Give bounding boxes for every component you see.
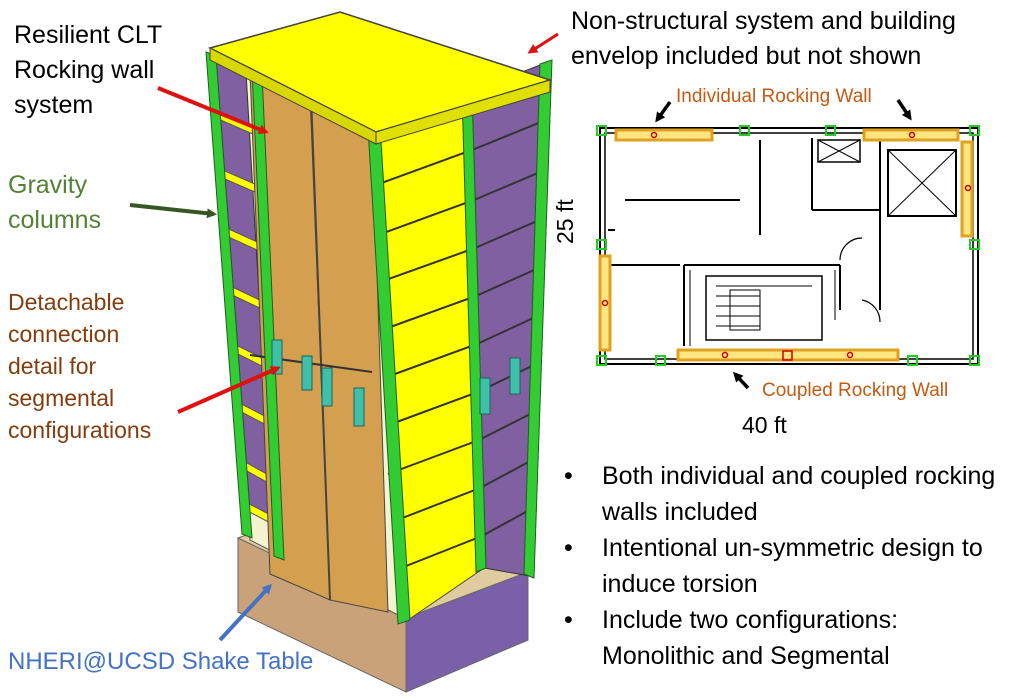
- building-model: [205, 11, 553, 693]
- gravity-line-1: Gravity: [8, 171, 88, 199]
- gravity-line-2: columns: [8, 206, 102, 234]
- dimension-height: 25 ft: [552, 199, 578, 244]
- detachable-connectors: [271, 339, 521, 427]
- detachable-arrow: [177, 366, 281, 414]
- detachable-connection-label: Detachable connection detail for segment…: [8, 286, 151, 446]
- resilient-line-2: Rocking wall: [14, 56, 155, 84]
- resilient-clt-label: Resilient CLT Rocking wall system: [14, 18, 162, 123]
- shake-table-label: NHERI@UCSD Shake Table: [8, 648, 314, 675]
- coupled-wall-arrow: [732, 371, 750, 390]
- gravity-arrow: [129, 203, 217, 219]
- resilient-arrow: [157, 86, 269, 134]
- gravity-columns-front: [367, 59, 553, 625]
- resilient-line-3: system: [14, 91, 94, 119]
- dimension-width: 40 ft: [742, 412, 787, 438]
- individual-wall-arrow-left: [655, 100, 672, 123]
- nonstructural-arrow: [527, 32, 559, 54]
- detachable-line-3: detail for: [8, 353, 97, 379]
- bullet-item: Both individual and coupled rocking wall…: [562, 458, 1007, 530]
- detachable-line-5: configurations: [8, 417, 152, 443]
- detachable-line-1: Detachable: [8, 289, 125, 315]
- individual-rocking-wall-label: Individual Rocking Wall: [676, 86, 872, 107]
- nonstructural-line-2: envelop included but not shown: [571, 42, 922, 70]
- shake-table-arrow: [218, 583, 273, 642]
- detachable-line-2: connection: [8, 321, 120, 347]
- summary-bullets: Both individual and coupled rocking wall…: [562, 458, 1007, 674]
- coupled-rocking-wall-label: Coupled Rocking Wall: [762, 380, 949, 401]
- nonstructural-line-1: Non-structural system and building: [571, 7, 956, 35]
- gravity-columns-label: Gravity columns: [8, 168, 101, 238]
- floor-plan: [596, 125, 980, 366]
- detachable-line-4: segmental: [8, 385, 115, 411]
- bullet-item: Intentional un-symmetric design to induc…: [562, 530, 1007, 602]
- bullet-item: Include two configurations: Monolithic a…: [562, 602, 1007, 674]
- resilient-line-1: Resilient CLT: [14, 21, 163, 49]
- nonstructural-note: Non-structural system and building envel…: [571, 4, 956, 74]
- individual-wall-arrow-right: [896, 99, 912, 121]
